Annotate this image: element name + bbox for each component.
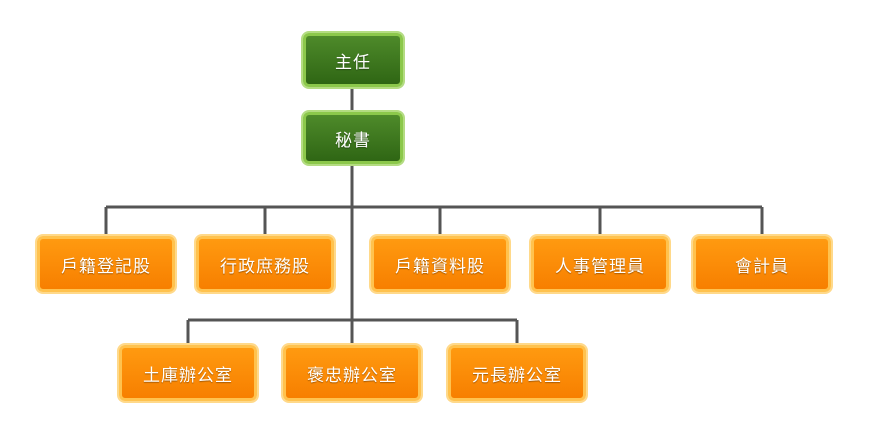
household-records-node: 戶籍資料股 — [371, 236, 509, 292]
director-label: 主任 — [335, 52, 371, 73]
yuanchang-office-node: 元長辦公室 — [448, 345, 586, 401]
personnel-label: 人事管理員 — [555, 256, 645, 277]
baozhong-office-label: 褒忠辦公室 — [307, 365, 397, 386]
accounting-label: 會計員 — [735, 256, 789, 277]
secretary-label: 秘書 — [335, 130, 371, 151]
household-registration-node: 戶籍登記股 — [37, 236, 175, 292]
household-records-label: 戶籍資料股 — [395, 256, 485, 277]
director-node: 主任 — [303, 33, 403, 87]
baozhong-office-node: 褒忠辦公室 — [283, 345, 421, 401]
administration-affairs-node: 行政庶務股 — [196, 236, 334, 292]
tuku-office-label: 土庫辦公室 — [143, 365, 233, 386]
accounting-node: 會計員 — [693, 236, 831, 292]
yuanchang-office-label: 元長辦公室 — [472, 365, 562, 386]
personnel-node: 人事管理員 — [531, 236, 669, 292]
secretary-node: 秘書 — [303, 112, 403, 164]
administration-affairs-label: 行政庶務股 — [220, 256, 310, 277]
household-registration-label: 戶籍登記股 — [61, 256, 151, 277]
tuku-office-node: 土庫辦公室 — [119, 345, 257, 401]
